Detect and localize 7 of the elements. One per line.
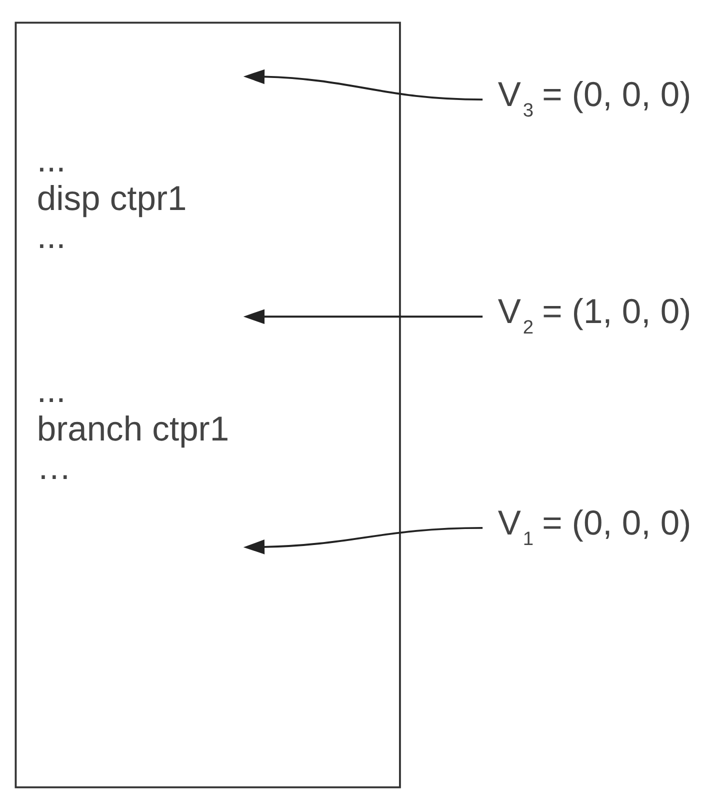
node-text: V$_{3}$ = (0, 0, 0) xyxy=(498,76,692,122)
arrow xyxy=(243,527,483,554)
arrow xyxy=(243,69,483,100)
node-box: ... disp ctpr1 ... ... branch ctpr1 … xyxy=(14,22,401,788)
node-text: V$_{2}$ = (1, 0, 0) xyxy=(498,293,692,339)
node-text: V$_{1}$ = (0, 0, 0) xyxy=(498,504,692,550)
arrow xyxy=(243,309,483,324)
